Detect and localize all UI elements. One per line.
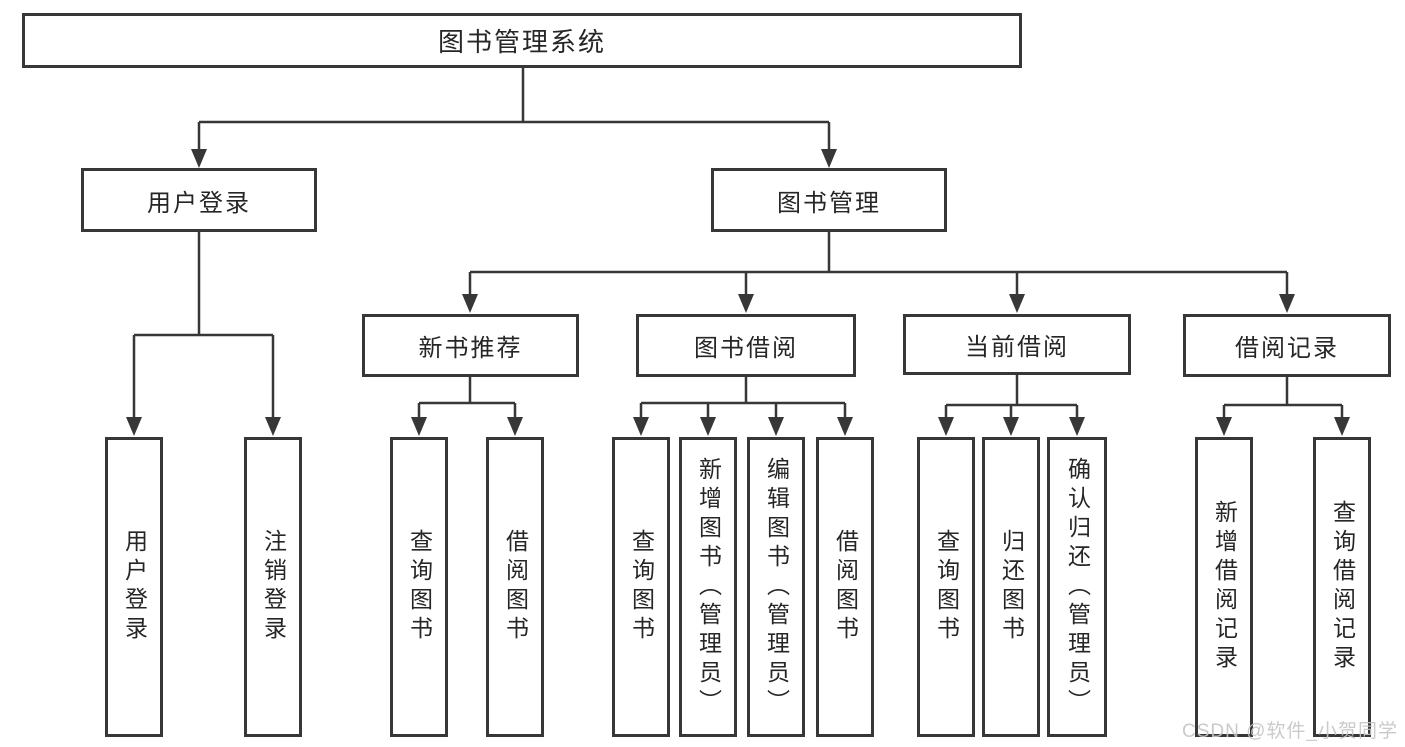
leaf-add-book-admin: 新增图书（管理员） — [679, 437, 737, 737]
leaf-borrow-book: 借阅图书 — [816, 437, 874, 737]
leaf-query-book-borrow: 查询图书 — [612, 437, 670, 737]
leaf-logout: 注销登录 — [244, 437, 302, 737]
node-label: 图书借阅 — [694, 335, 798, 362]
node-label: 编辑图书（管理员） — [763, 456, 790, 718]
node-user-login: 用户登录 — [81, 168, 317, 232]
node-book-management: 图书管理 — [711, 168, 947, 232]
leaf-add-borrow-record: 新增借阅记录 — [1195, 437, 1253, 737]
node-label: 图书管理系统 — [437, 27, 606, 57]
node-library-system: 图书管理系统 — [22, 13, 1022, 68]
node-label: 用户登录 — [147, 189, 251, 217]
leaf-query-book-current: 查询图书 — [917, 437, 975, 737]
node-label: 查询图书 — [933, 529, 960, 645]
node-label: 新书推荐 — [418, 335, 523, 362]
node-label: 借阅图书 — [502, 529, 529, 645]
node-label: 当前借阅 — [965, 334, 1069, 361]
node-label: 借阅记录 — [1235, 335, 1339, 362]
leaf-edit-book-admin: 编辑图书（管理员） — [747, 437, 805, 737]
leaf-borrow-book-recommend: 借阅图书 — [486, 437, 544, 737]
node-new-book-recommend: 新书推荐 — [362, 314, 579, 377]
node-label: 借阅图书 — [832, 529, 859, 645]
leaf-return-book: 归还图书 — [982, 437, 1040, 737]
leaf-confirm-return-admin: 确认归还（管理员） — [1047, 437, 1107, 737]
node-label: 归还图书 — [998, 529, 1025, 645]
node-label: 新增图书（管理员） — [695, 456, 722, 718]
node-label: 图书管理 — [777, 189, 881, 217]
node-label: 查询图书 — [628, 529, 655, 645]
node-label: 注销登录 — [260, 529, 287, 645]
node-label: 查询图书 — [406, 529, 433, 645]
leaf-query-book-recommend: 查询图书 — [390, 437, 448, 737]
node-borrow-records: 借阅记录 — [1183, 314, 1391, 377]
arrowhead-icons — [126, 149, 1350, 436]
node-label: 用户登录 — [121, 529, 148, 645]
node-label: 查询借阅记录 — [1329, 500, 1356, 674]
leaf-query-borrow-record: 查询借阅记录 — [1313, 437, 1371, 737]
node-label: 确认归还（管理员） — [1064, 456, 1091, 718]
node-label: 新增借阅记录 — [1211, 500, 1238, 674]
watermark: CSDN @软件_小贺同学 — [1182, 721, 1398, 742]
leaf-user-login: 用户登录 — [105, 437, 163, 737]
node-current-borrow: 当前借阅 — [903, 314, 1131, 375]
node-book-borrow: 图书借阅 — [636, 314, 856, 377]
